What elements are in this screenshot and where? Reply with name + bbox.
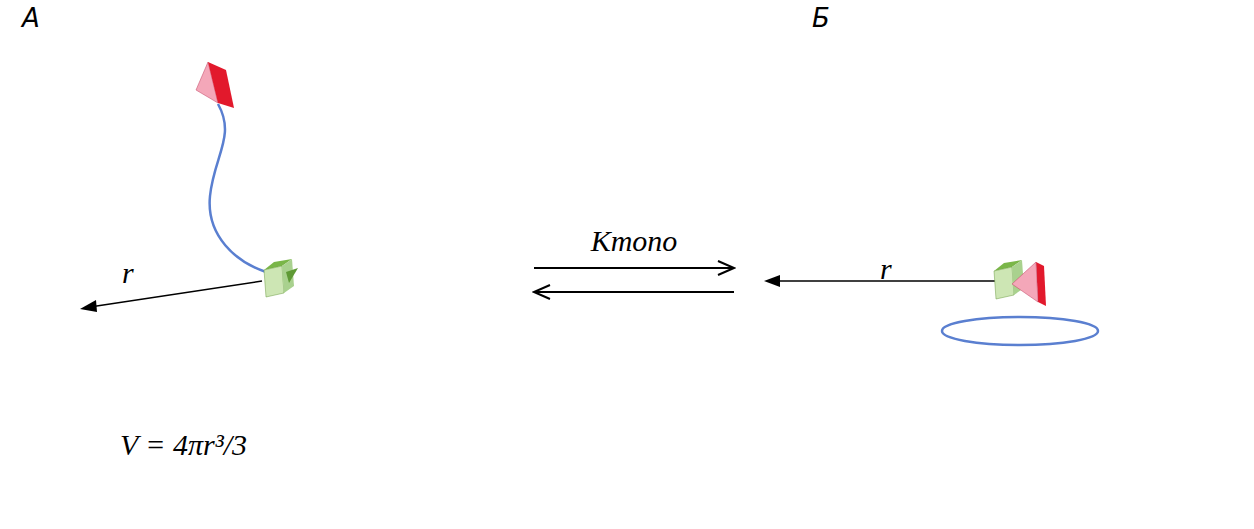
panel-letter: Б — [812, 4, 830, 33]
rate-constant: Kmono — [588, 226, 681, 256]
sphere: АrV = 4πr³/3 — [12, 28, 512, 528]
ligand-front — [1012, 262, 1038, 302]
ligand-side — [1036, 262, 1046, 306]
sphere-outline — [12, 28, 512, 528]
equator-plane — [13, 249, 511, 311]
radius-arrowhead — [764, 275, 780, 287]
equator-plane — [757, 250, 1251, 310]
radius-label: r — [122, 258, 134, 288]
radius-label: r — [880, 254, 892, 284]
receptor-side — [282, 259, 294, 293]
sphere-body — [13, 29, 511, 527]
receptor-notch — [286, 268, 298, 283]
tether-line — [210, 104, 266, 272]
receptor-front — [994, 267, 1014, 299]
sphere-outline — [756, 28, 1252, 524]
equilibrium-arrow — [534, 267, 734, 269]
receptor-top — [264, 259, 292, 270]
volume-formula: V = 4πr³/3 — [120, 430, 247, 460]
tether-loop — [942, 317, 1098, 345]
receptor-side — [1012, 260, 1024, 295]
equilibrium-arrow — [534, 291, 734, 293]
ligand-side — [208, 62, 234, 108]
radius-arrowhead — [80, 300, 97, 312]
sphere-body — [757, 29, 1251, 523]
panel-letter: А — [22, 4, 40, 33]
sphere: Бr — [756, 28, 1252, 524]
ligand-front — [196, 62, 218, 103]
receptor-top — [994, 260, 1022, 271]
radius-line — [90, 281, 262, 307]
receptor-front — [264, 266, 284, 297]
